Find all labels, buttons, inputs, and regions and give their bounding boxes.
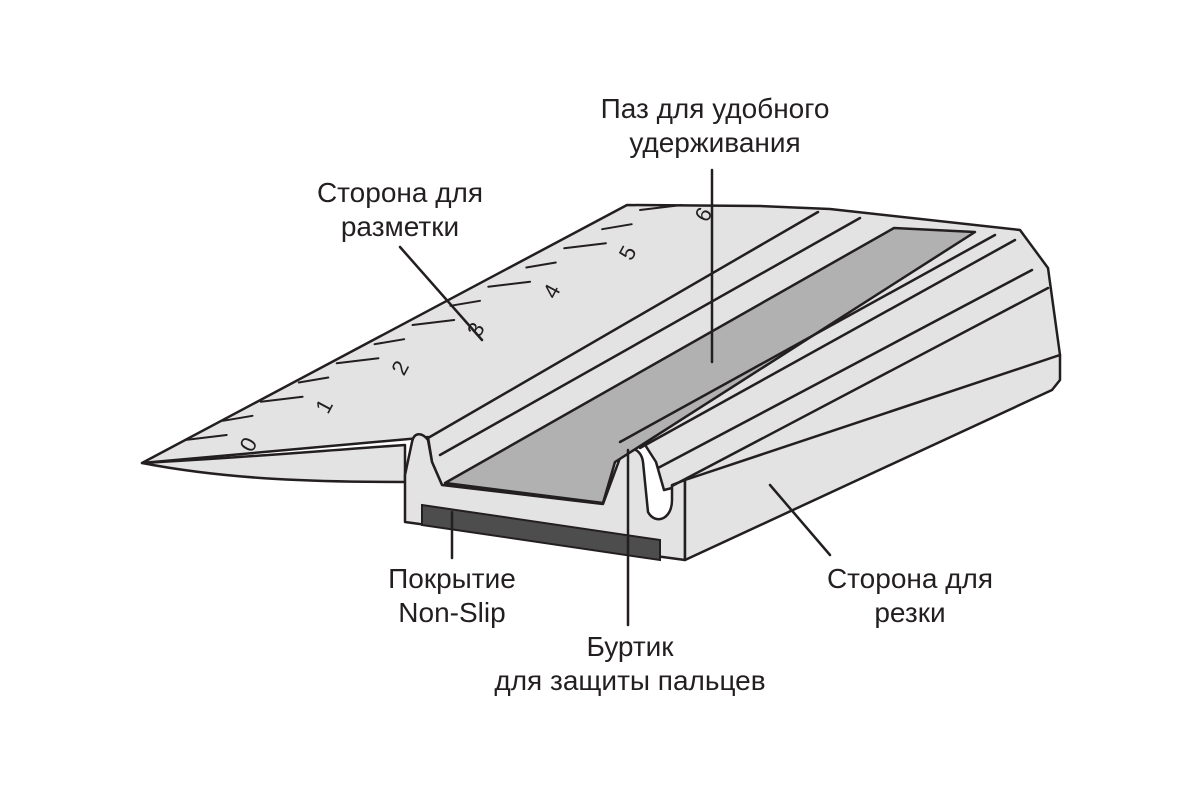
label-finger-guard-line2: для защиты пальцев	[494, 665, 766, 696]
label-marking-side: Сторона для разметки	[280, 176, 520, 244]
scale-major-tick	[411, 319, 456, 326]
grip-groove	[443, 226, 977, 505]
label-coating: Покрытие Non-Slip	[352, 562, 552, 630]
scale-minor-tick	[601, 223, 633, 231]
scale-ticks	[184, 204, 683, 441]
scale-major-tick	[335, 357, 380, 365]
scale-minor-tick	[221, 414, 254, 422]
cutting-side-face	[683, 353, 1062, 562]
scale-minor-tick	[525, 261, 557, 269]
ridge-lines	[426, 210, 1050, 488]
label-marking-side-line1: Сторона для	[316, 177, 484, 208]
label-finger-guard: Буртик для защиты пальцев	[430, 630, 830, 698]
label-groove-line2: удерживания	[629, 127, 801, 158]
label-cutting-side-line2: резки	[874, 597, 946, 628]
marking-blade-underside	[140, 443, 407, 484]
scale-minor-tick	[449, 299, 481, 307]
label-coating-line1: Покрытие	[388, 563, 516, 594]
scale-major-tick	[184, 434, 228, 441]
label-groove: Паз для удобного удерживания	[560, 92, 870, 160]
label-groove-line1: Паз для удобного	[600, 93, 830, 124]
leader-cutting-side	[768, 483, 832, 557]
leader-marking-side	[398, 245, 484, 342]
label-cutting-side: Сторона для резки	[790, 562, 1030, 630]
label-finger-guard-line1: Буртик	[586, 631, 674, 662]
scale-major-tick	[487, 280, 532, 288]
leader-lines	[398, 168, 832, 627]
scale-major-tick	[639, 204, 683, 211]
label-coating-line2: Non-Slip	[398, 597, 506, 628]
scale-minor-tick	[373, 338, 406, 346]
label-cutting-side-line1: Сторона для	[826, 563, 994, 594]
scale-minor-tick	[297, 376, 330, 384]
scale-major-tick	[259, 395, 304, 403]
label-marking-side-line2: разметки	[340, 211, 460, 242]
scale-major-tick	[563, 242, 607, 250]
non-slip-coating-strip	[421, 503, 661, 562]
